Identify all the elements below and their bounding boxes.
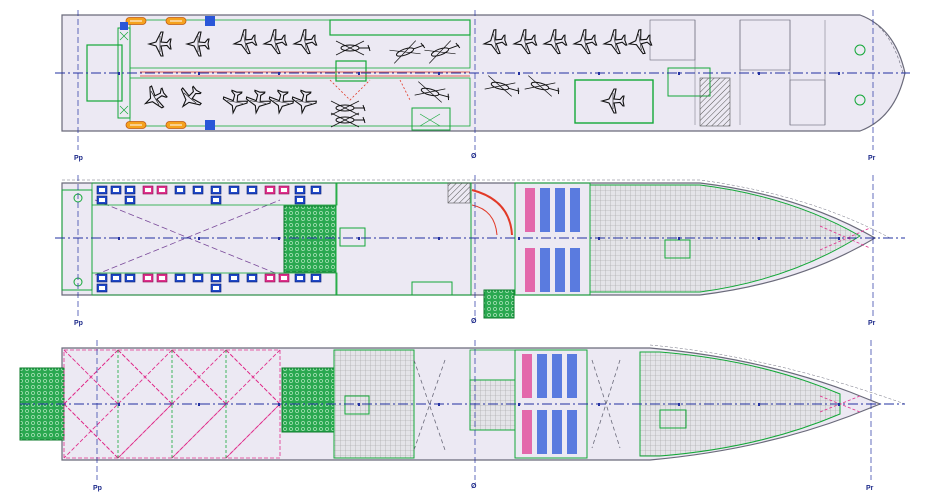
station-aft-label-1: Pp [74, 155, 83, 162]
cargo-area [283, 205, 337, 273]
station-fwd-label-2: Pr [868, 320, 876, 327]
station-aft-label-2: Pp [74, 320, 83, 327]
station-fwd-label-1: Pr [868, 155, 876, 162]
life-raft-icon [125, 17, 147, 25]
frame-ticks [118, 72, 840, 406]
station-lines [77, 10, 874, 480]
station-fwd-label-3: Pr [866, 485, 874, 492]
station-mid-label-2: Ø [471, 318, 477, 325]
berth-block [525, 188, 580, 292]
station-mid-label-1: Ø [471, 153, 477, 160]
station-aft-label-3: Pp [93, 485, 102, 492]
lower-deck [19, 344, 906, 461]
external-platform [483, 289, 515, 319]
deck-marking [329, 19, 471, 36]
hangar-deck [61, 179, 891, 319]
station-mid-label-3: Ø [471, 483, 477, 490]
